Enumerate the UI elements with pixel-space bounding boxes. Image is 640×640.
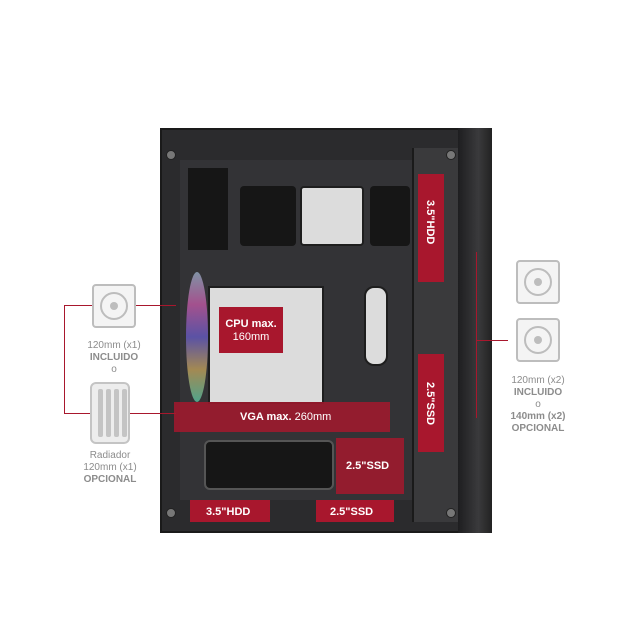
left-fan-included: INCLUIDO xyxy=(89,352,139,363)
hdd-bottom-highlight xyxy=(190,500,270,522)
vga-label: VGA max. 260mm xyxy=(240,411,331,423)
vga-label-value: 260mm xyxy=(291,411,332,423)
vga-label-bold: VGA max. xyxy=(240,411,292,423)
cpu-label-line2: 160mm xyxy=(232,331,270,343)
upper-cutout-2 xyxy=(300,186,364,246)
cpu-label-line1: CPU max. xyxy=(225,318,277,330)
radiator-icon xyxy=(90,382,130,444)
ssd-vertical-highlight xyxy=(418,354,444,452)
screw xyxy=(446,150,456,160)
radiator-caption: Radiador 120mm (x1) OPCIONAL xyxy=(60,450,160,486)
right-fans-included: INCLUIDO xyxy=(513,387,563,398)
right-fans-caption: 120mm (x2) INCLUIDO o 140mm (x2) OPCIONA… xyxy=(488,375,588,435)
left-fan-size: 120mm (x1) xyxy=(87,340,141,351)
radiator-size: 120mm (x1) xyxy=(83,462,137,473)
left-fan-or: o xyxy=(111,364,117,375)
screw xyxy=(446,508,456,518)
right-fans-size: 120mm (x2) xyxy=(511,375,565,386)
right-connector-line xyxy=(476,252,477,418)
upper-cutout-3 xyxy=(370,186,410,246)
hdd-vertical-highlight xyxy=(418,174,444,282)
ssd-mid-label: 2.5"SSD xyxy=(346,460,390,472)
right-fans-optional: OPCIONAL xyxy=(511,423,565,434)
vga-highlight xyxy=(174,402,390,432)
radiator-optional: OPCIONAL xyxy=(83,474,137,485)
ssd-bottom-highlight xyxy=(316,500,394,522)
screw xyxy=(166,508,176,518)
cpu-highlight xyxy=(219,307,283,353)
ssd-mid-highlight xyxy=(336,438,404,494)
fan-icon xyxy=(92,284,136,328)
top-left-cutout xyxy=(188,168,228,250)
right-connector-horizontal xyxy=(476,340,508,341)
rgb-fan-glow xyxy=(186,272,208,402)
hdd-bottom-label: 3.5"HDD xyxy=(206,506,251,518)
front-panel xyxy=(458,128,492,533)
screw xyxy=(166,150,176,160)
ssd-vertical-label: 2.5"SSD xyxy=(424,382,436,426)
left-connector-line xyxy=(64,305,65,413)
radiator-title: Radiador xyxy=(89,450,131,461)
fan-icon xyxy=(516,260,560,304)
upper-cutout-1 xyxy=(240,186,296,246)
fan-icon xyxy=(516,318,560,362)
right-fans-or: o xyxy=(535,399,541,410)
right-fans-alt-size: 140mm (x2) xyxy=(510,411,566,422)
side-slot-cutout xyxy=(364,286,388,366)
psu-area xyxy=(204,440,334,490)
left-fan-caption: 120mm (x1) INCLUIDO o xyxy=(64,340,164,376)
ssd-bottom-label: 2.5"SSD xyxy=(330,506,374,518)
hdd-vertical-label: 3.5"HDD xyxy=(424,200,436,245)
